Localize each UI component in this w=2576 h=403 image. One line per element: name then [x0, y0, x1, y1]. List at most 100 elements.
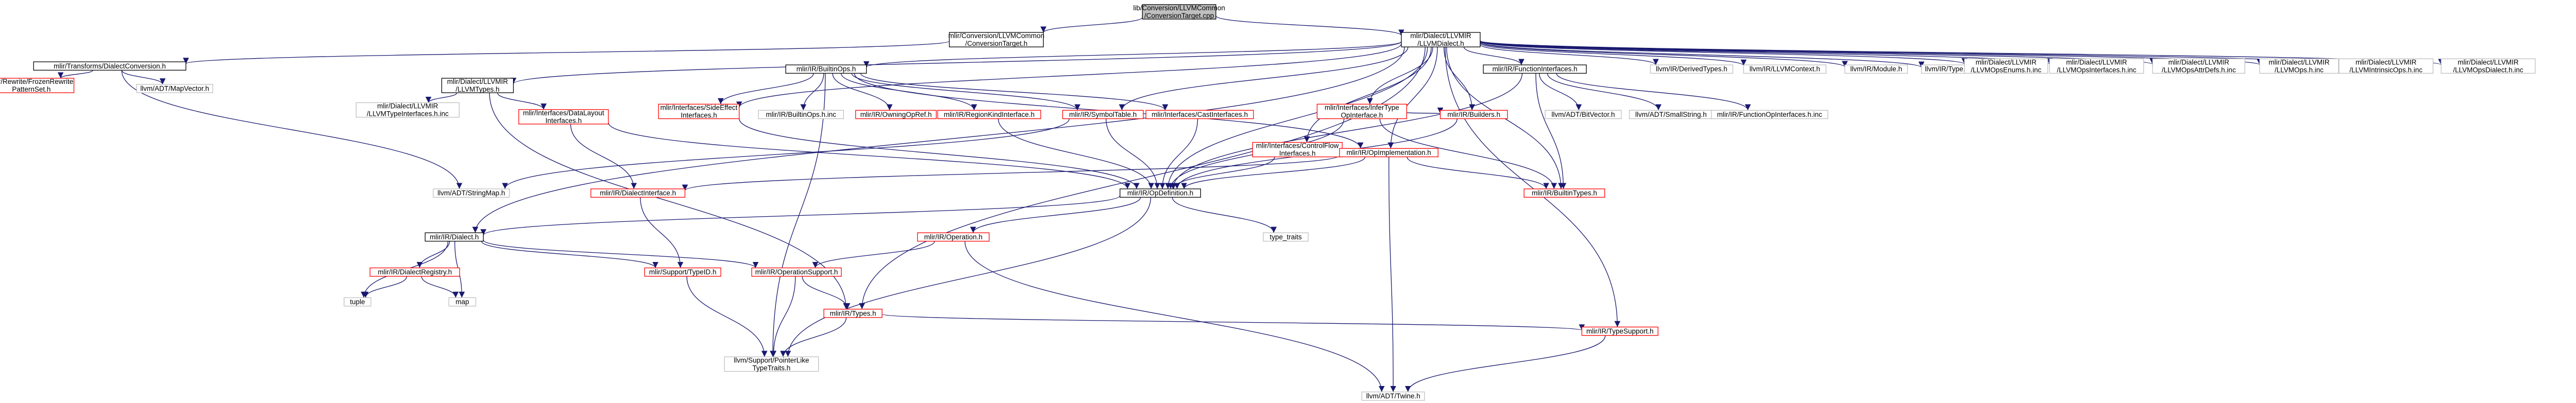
node-bitvector: llvm/ADT/BitVector.h	[1545, 110, 1622, 119]
node-regionkind[interactable]: mlir/IR/RegionKindInterface.h	[937, 110, 1041, 119]
node-registry[interactable]: mlir/IR/DialectRegistry.h	[369, 267, 460, 277]
edge-operation-to-opsupport	[812, 241, 935, 268]
node-label-tuple-line-1: tuple	[350, 298, 365, 306]
node-label-typeiface-line-2: /LLVMTypeInterfaces.h.inc	[367, 110, 449, 118]
node-label-module-line-1: llvm/IR/Module.h	[1850, 65, 1902, 73]
node-typesupport[interactable]: mlir/IR/TypeSupport.h	[1581, 326, 1658, 336]
node-irtype: llvm/IR/Type.h	[1921, 64, 1973, 74]
node-label-sideeffect-line-1: mlir/Interfaces/SideEffect	[660, 104, 738, 112]
node-typeiface: mlir/Dialect/LLVMIR/LLVMTypeInterfaces.h…	[355, 102, 460, 118]
node-box-builtinopsinc	[758, 110, 844, 119]
node-supporttypeid[interactable]: mlir/Support/TypeID.h	[644, 267, 721, 277]
node-box-registry	[369, 267, 460, 277]
edge-builtinops-to-castiface	[860, 73, 1168, 111]
edge-llvmdialect-to-types	[859, 47, 1426, 309]
edge-llvmdialect-to-llvmtypes	[511, 41, 1402, 84]
node-label-opsattr-line-2: /LLVMOpsAttrDefs.h.inc	[2162, 66, 2236, 74]
node-box-opsattr	[2152, 58, 2245, 74]
edge-sideeffect-to-opdef	[739, 118, 1140, 189]
node-label-opimpl-line-1: mlir/IR/OpImplementation.h	[1346, 149, 1431, 156]
node-root: lib/Conversion/LLVMCommon/ConversionTarg…	[1133, 4, 1225, 20]
node-funciface[interactable]: mlir/IR/FunctionInterfaces.h	[1483, 64, 1587, 74]
edge-funciface-to-builtintypes	[1535, 73, 1567, 189]
edge-funciface-to-funcopiface	[1556, 73, 1751, 111]
node-label-datalayout-line-1: mlir/Interfaces/DataLayout	[523, 109, 604, 117]
node-dialectiface[interactable]: mlir/IR/DialectInterface.h	[590, 188, 686, 198]
node-box-ct_h	[948, 32, 1044, 47]
node-label-pointerlike-line-1: llvm/Support/PointerLike	[734, 356, 809, 364]
edge-typesupport-to-twine	[1405, 335, 1606, 392]
node-funcopiface: mlir/IR/FunctionOpInterfaces.h.inc	[1711, 110, 1828, 119]
node-label-opsiface-line-2: /LLVMOpsInterfaces.h.inc	[2057, 66, 2137, 74]
node-label-owningopref-line-1: mlir/IR/OwningOpRef.h	[860, 111, 932, 118]
node-box-intrinsic	[2338, 58, 2434, 74]
node-label-frozen-line-2: PatternSet.h	[12, 85, 50, 93]
node-box-frozen	[0, 78, 75, 93]
node-box-typetraits	[1263, 232, 1309, 242]
node-label-castiface-line-1: mlir/Interfaces/CastInterfaces.h	[1151, 111, 1248, 118]
node-stringmap: llvm/ADT/StringMap.h	[433, 188, 510, 198]
edge-root-to-llvmdialect	[1215, 15, 1404, 36]
node-opdef[interactable]: mlir/IR/OpDefinition.h	[1120, 188, 1201, 198]
node-dialect[interactable]: mlir/IR/Dialect.h	[425, 232, 484, 242]
node-box-bitvector	[1545, 110, 1622, 119]
edge-llvmdialect-to-sideeffect	[736, 43, 1402, 108]
node-builtintypes[interactable]: mlir/IR/BuiltinTypes.h	[1523, 188, 1605, 198]
node-builtinops[interactable]: mlir/IR/BuiltinOps.h	[785, 64, 867, 74]
node-label-controlflow-line-2: Interfaces.h	[1279, 150, 1316, 157]
edge-opsupport-to-types	[802, 276, 851, 309]
edge-llvmdialect-to-opsenums	[1480, 41, 1968, 65]
edge-llvmdialect-to-typesupport	[1445, 47, 1621, 327]
node-symboltable[interactable]: mlir/IR/SymbolTable.h	[1062, 110, 1144, 119]
node-box-typeiface	[355, 102, 460, 118]
edge-builtinops-to-symboltable	[851, 73, 1080, 111]
edge-llvmdialect-to-builders	[1444, 47, 1476, 111]
edge-symboltable-to-stringmap	[502, 118, 1070, 189]
edge-registry-to-map	[421, 276, 459, 298]
node-box-symboltable	[1062, 110, 1144, 119]
node-label-operation-line-1: mlir/IR/Operation.h	[924, 233, 982, 241]
node-llvmtypes[interactable]: mlir/Dialect/LLVMIR/LLVMTypes.h	[441, 78, 514, 93]
node-label-typesupport-line-1: mlir/IR/TypeSupport.h	[1586, 327, 1654, 335]
node-owningopref[interactable]: mlir/IR/OwningOpRef.h	[855, 110, 937, 119]
edge-dialconv-to-frozen	[57, 69, 93, 79]
edge-opimpl-to-builtintypes	[1406, 156, 1549, 189]
node-box-builtintypes	[1523, 188, 1605, 198]
node-castiface[interactable]: mlir/Interfaces/CastInterfaces.h	[1145, 110, 1254, 119]
edge-funciface-to-bitvector	[1539, 73, 1582, 111]
edge-llvmdialect-to-dialect	[472, 47, 1405, 233]
node-map: map	[448, 297, 477, 307]
node-types[interactable]: mlir/IR/Types.h	[823, 308, 883, 318]
node-label-typeiface-line-1: mlir/Dialect/LLVMIR	[377, 102, 438, 110]
node-box-twine	[1361, 391, 1425, 401]
node-label-regionkind-line-1: mlir/IR/RegionKindInterface.h	[944, 111, 1035, 118]
node-label-frozen-line-1: mlir/Rewrite/FrozenRewrite	[0, 78, 73, 85]
node-label-llvmtypes-line-1: mlir/Dialect/LLVMIR	[447, 78, 509, 85]
node-smallstring: llvm/ADT/SmallString.h	[1629, 110, 1713, 119]
edge-supporttypeid-to-pointerlike	[686, 276, 768, 357]
node-operation[interactable]: mlir/IR/Operation.h	[917, 232, 990, 242]
node-ct_h[interactable]: mlir/Conversion/LLVMCommon/ConversionTar…	[948, 32, 1045, 47]
node-label-intrinsic-line-2: /LLVMIntrinsicOps.h.inc	[2349, 66, 2422, 74]
node-builtinopsinc: mlir/IR/BuiltinOps.h.inc	[758, 110, 844, 119]
edge-dialect-to-supporttypeid	[481, 241, 658, 268]
node-llvmdialect[interactable]: mlir/Dialect/LLVMIR/LLVMDialect.h	[1401, 32, 1481, 47]
node-box-opimpl	[1339, 148, 1438, 157]
node-opimpl[interactable]: mlir/IR/OpImplementation.h	[1339, 148, 1438, 157]
node-opsupport[interactable]: mlir/IR/OperationSupport.h	[751, 267, 842, 277]
node-dialconv[interactable]: mlir/Transforms/DialectConversion.h	[33, 61, 187, 71]
node-box-builders	[1439, 110, 1508, 119]
node-box-supporttypeid	[644, 267, 721, 277]
node-builders[interactable]: mlir/IR/Builders.h	[1439, 110, 1508, 119]
edge-symboltable-to-opdef	[1106, 118, 1161, 189]
edge-dialconv-to-mapvector	[121, 70, 166, 85]
node-box-map	[448, 297, 477, 307]
node-opsiface: mlir/Dialect/LLVMIR/LLVMOpsInterfaces.h.…	[2049, 58, 2144, 74]
node-box-root	[1142, 4, 1216, 20]
